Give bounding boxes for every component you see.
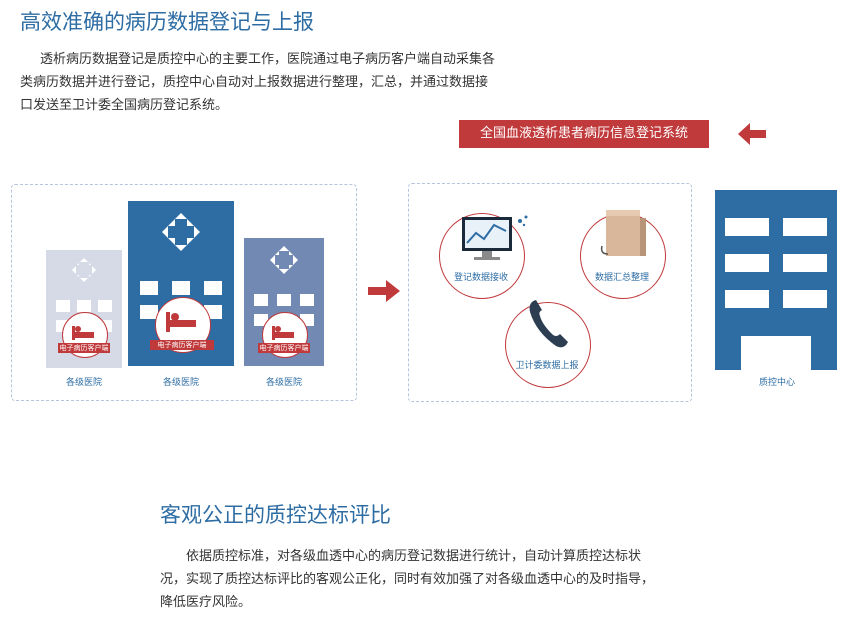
phone-icon	[529, 300, 568, 348]
hospital-label: 各级医院	[265, 378, 302, 388]
process-label: 登记数据接收	[453, 273, 508, 283]
hospital-label: 各级医院	[65, 378, 102, 388]
section1-title: 高效准确的病历数据登记与上报	[20, 10, 314, 34]
arrow-right-icon	[368, 280, 400, 302]
quality-center-building-icon	[715, 190, 837, 370]
client-label: 电子病历客户端	[258, 343, 310, 353]
process-circle	[505, 302, 591, 388]
quality-center-label: 质控中心	[758, 378, 795, 388]
process-label: 数据汇总整理	[594, 273, 649, 283]
hospital-bed-icon	[166, 312, 196, 332]
section2-paragraph: 依据质控标准，对各级血透中心的病历登记数据进行统计，自动计算质控达标状况，实现了…	[160, 549, 655, 610]
client-label: 电子病历客户端	[58, 343, 110, 353]
hospital-bed-icon	[272, 326, 294, 340]
section1-paragraph: 透析病历数据登记是质控中心的主要工作，医院通过电子病历客户端自动采集各类病历数据…	[20, 52, 496, 113]
hospital-bed-icon	[72, 326, 94, 340]
process-group	[408, 183, 692, 402]
national-system-banner: 全国血液透析患者病历信息登记系统	[459, 120, 709, 148]
hospital-label: 各级医院	[162, 378, 199, 388]
process-label: 卫计委数据上报	[515, 361, 579, 371]
client-label: 电子病历客户端	[150, 340, 214, 350]
box-icon	[600, 210, 646, 256]
monitor-chart-icon	[462, 215, 528, 260]
hospitals-group	[11, 184, 357, 401]
section2-title: 客观公正的质控达标评比	[160, 503, 391, 527]
arrow-left-icon	[738, 123, 766, 145]
